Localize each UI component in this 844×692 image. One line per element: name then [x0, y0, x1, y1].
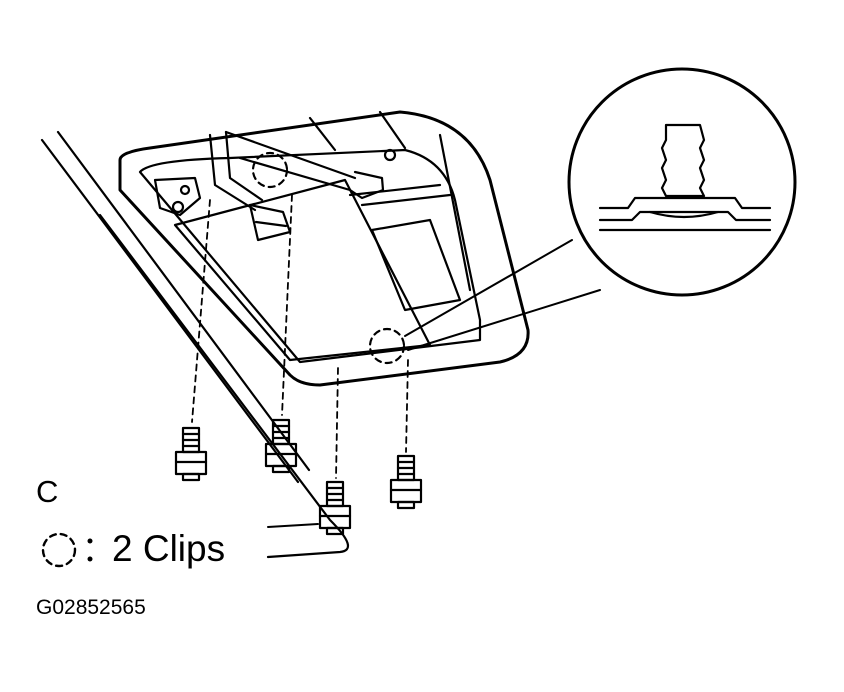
screw	[318, 480, 352, 536]
figure-id: G02852565	[36, 596, 146, 619]
overhead-console-housing	[118, 110, 530, 387]
dashed-circle-icon	[41, 532, 93, 568]
roof-headliner	[40, 130, 350, 559]
clip-location-upper	[251, 151, 289, 189]
clip-location-lower	[368, 327, 406, 365]
screw	[264, 418, 298, 474]
detail-leader-lines	[404, 239, 601, 351]
wire-harness	[208, 130, 385, 242]
mounting-bracket	[153, 148, 397, 217]
clip-locations	[251, 151, 406, 365]
clip-detail-view	[567, 67, 797, 297]
screw	[389, 454, 423, 510]
screw	[174, 426, 208, 482]
clip-legend-text: 2 Clips	[112, 528, 226, 569]
fastener-guide-lines	[191, 194, 409, 479]
legend-leader-line	[267, 523, 319, 528]
view-label: C	[36, 474, 59, 509]
